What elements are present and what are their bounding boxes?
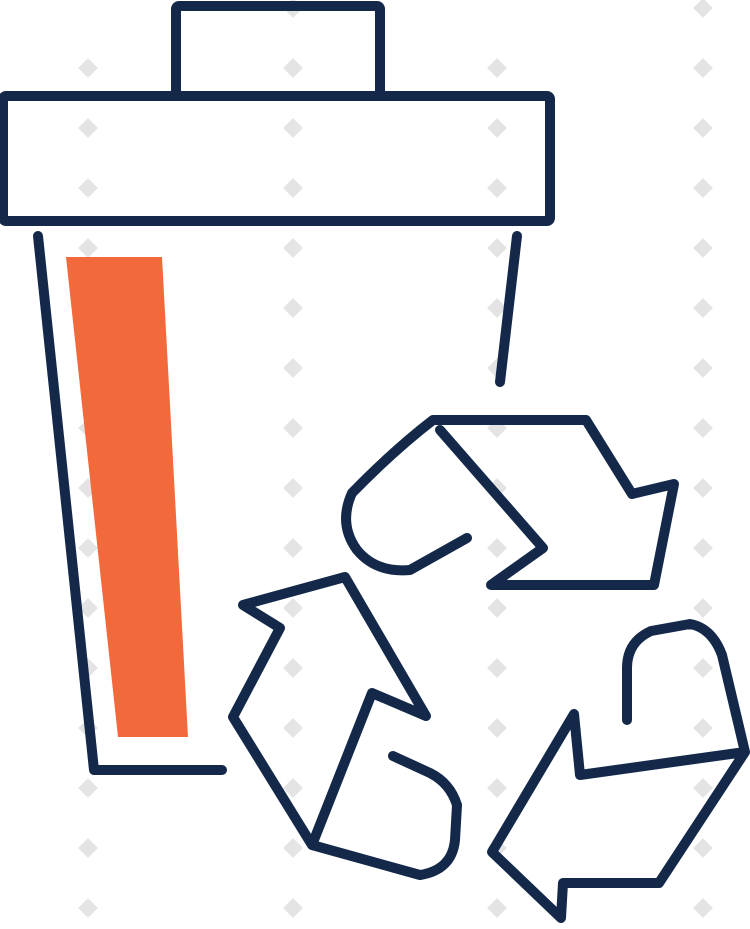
watermark-diamond — [78, 538, 98, 558]
watermark-diamond — [283, 658, 303, 678]
watermark-diamond — [693, 0, 713, 18]
watermark-diamond — [283, 838, 303, 858]
watermark-diamond — [283, 538, 303, 558]
watermark-diamond — [283, 118, 303, 138]
watermark-diamond — [693, 538, 713, 558]
watermark-diamond — [283, 418, 303, 438]
watermark-diamond — [693, 778, 713, 798]
watermark-diamond — [693, 58, 713, 78]
watermark-diamond — [283, 358, 303, 378]
watermark-diamond — [693, 658, 713, 678]
recycle-arrow-top — [341, 415, 679, 590]
watermark-diamond — [78, 118, 98, 138]
bin-body-left-wall — [33, 231, 227, 775]
watermark-diamond — [78, 58, 98, 78]
watermark-diamond — [78, 238, 98, 258]
watermark-diamond — [283, 718, 303, 738]
watermark-diamond — [283, 778, 303, 798]
watermark-diamond — [487, 58, 507, 78]
watermark-diamond — [78, 838, 98, 858]
watermark-diamond — [693, 598, 713, 618]
watermark-diamond — [693, 178, 713, 198]
watermark-diamond — [283, 58, 303, 78]
bin-body-right-wall — [495, 231, 522, 387]
watermark-diamond — [693, 298, 713, 318]
watermark-diamond — [487, 178, 507, 198]
watermark-diamond — [487, 778, 507, 798]
watermark-diamond — [283, 898, 303, 918]
watermark-diamond — [693, 478, 713, 498]
watermark-diamond — [283, 298, 303, 318]
watermark-diamond — [487, 658, 507, 678]
lid-shape — [0, 91, 555, 226]
bin-accent-stripe — [66, 257, 188, 737]
watermark-diamond — [283, 598, 303, 618]
watermark-diamond — [487, 598, 507, 618]
watermark-diamond — [487, 718, 507, 738]
watermark-diamond — [487, 118, 507, 138]
watermark-diamond — [78, 778, 98, 798]
watermark-diamond — [78, 178, 98, 198]
watermark-diamond — [693, 418, 713, 438]
watermark-diamond — [283, 238, 303, 258]
watermark-diamond — [693, 838, 713, 858]
watermark-diamond — [693, 118, 713, 138]
watermark-diamond — [283, 178, 303, 198]
lid-handle-shape — [171, 1, 385, 101]
watermark-diamond — [693, 358, 713, 378]
watermark-diamond — [487, 298, 507, 318]
watermark-diamond — [487, 538, 507, 558]
watermark-pattern — [78, 0, 713, 918]
recycle-arrow-left — [228, 572, 462, 880]
watermark-diamond — [283, 478, 303, 498]
watermark-diamond — [693, 898, 713, 918]
watermark-diamond — [693, 718, 713, 738]
watermark-diamond — [78, 898, 98, 918]
recycle-arrow-right — [487, 619, 750, 923]
watermark-diamond — [487, 898, 507, 918]
watermark-diamond — [693, 238, 713, 258]
watermark-diamond — [487, 238, 507, 258]
